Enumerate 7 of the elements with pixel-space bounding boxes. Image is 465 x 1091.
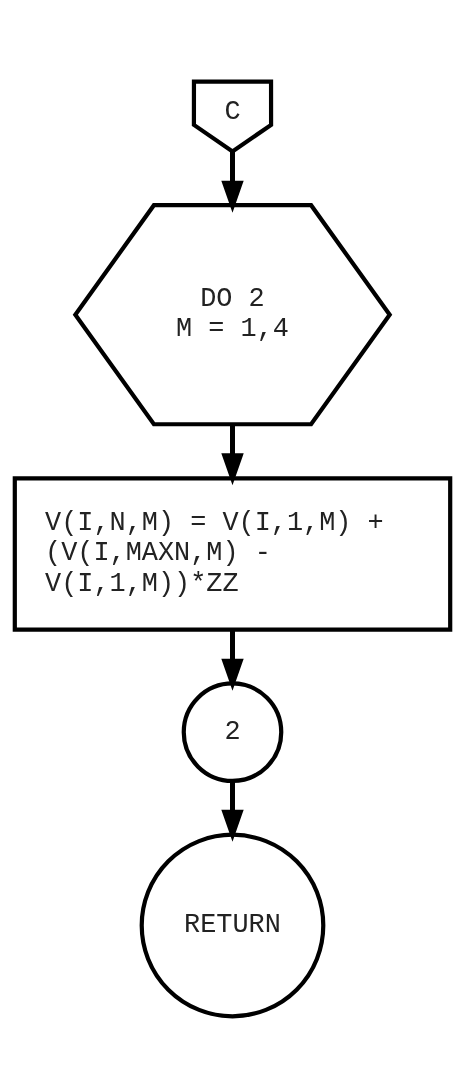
arrow: [221, 151, 244, 213]
arrow: [221, 781, 244, 842]
node-circle: RETURN: [139, 832, 326, 1019]
arrow: [221, 424, 244, 486]
arrow: [221, 629, 244, 691]
node-circle: 2: [181, 681, 284, 784]
node-box: V(I,N,M) = V(I,1,M) + (V(I,MAXN,M) - V(I,1,M))*ZZ: [12, 476, 453, 632]
